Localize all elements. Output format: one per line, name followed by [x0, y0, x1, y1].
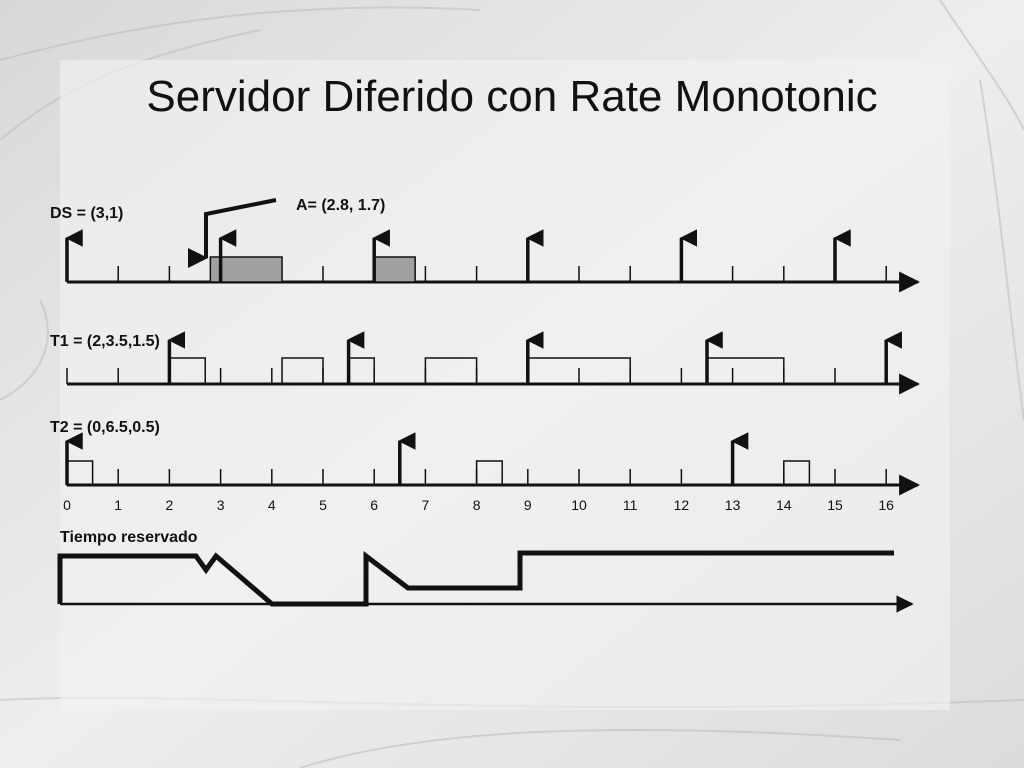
time-tick-label: 4 — [267, 497, 276, 513]
t2-execution-block — [783, 460, 811, 486]
time-tick-label: 15 — [827, 497, 843, 513]
time-tick-label: 10 — [571, 497, 587, 513]
time-tick-label: 13 — [724, 497, 741, 513]
time-tick-label: 5 — [319, 497, 327, 513]
slide-title: Servidor Diferido con Rate Monotonic — [146, 72, 878, 121]
aperiodic-arrival-arrow — [188, 198, 277, 268]
time-tick-label: 1 — [114, 497, 123, 513]
time-tick-label: 6 — [370, 497, 379, 513]
time-tick-label: 12 — [673, 497, 690, 513]
budget-label: Tiempo reservado — [60, 529, 198, 546]
time-tick-label: 3 — [216, 497, 225, 513]
time-tick-label: 14 — [776, 497, 792, 513]
t1-execution-block — [281, 357, 324, 385]
time-tick-label: 11 — [622, 497, 638, 513]
t1-execution-block — [706, 357, 785, 385]
aperiodic-arrival-label: A= (2.8, 1.7) — [296, 197, 386, 214]
ds-label: DS = (3,1) — [50, 205, 124, 222]
time-tick-label: 0 — [63, 497, 71, 513]
t1-label: T1 = (2,3.5,1.5) — [50, 333, 160, 350]
time-tick-label: 2 — [165, 497, 174, 513]
ds-execution-block — [373, 256, 416, 283]
budget-curve — [57, 550, 894, 607]
time-tick-label: 16 — [878, 497, 894, 513]
t2-label: T2 = (0,6.5,0.5) — [50, 419, 160, 436]
t2-execution-block — [66, 460, 94, 486]
time-tick-label: 7 — [421, 497, 430, 513]
t1-execution-block — [347, 357, 375, 385]
t1-execution-block — [424, 357, 478, 385]
time-tick-label: 8 — [472, 497, 481, 513]
t1-execution-block — [168, 357, 206, 385]
time-tick-label: 9 — [523, 497, 532, 513]
t2-execution-block — [475, 460, 503, 486]
